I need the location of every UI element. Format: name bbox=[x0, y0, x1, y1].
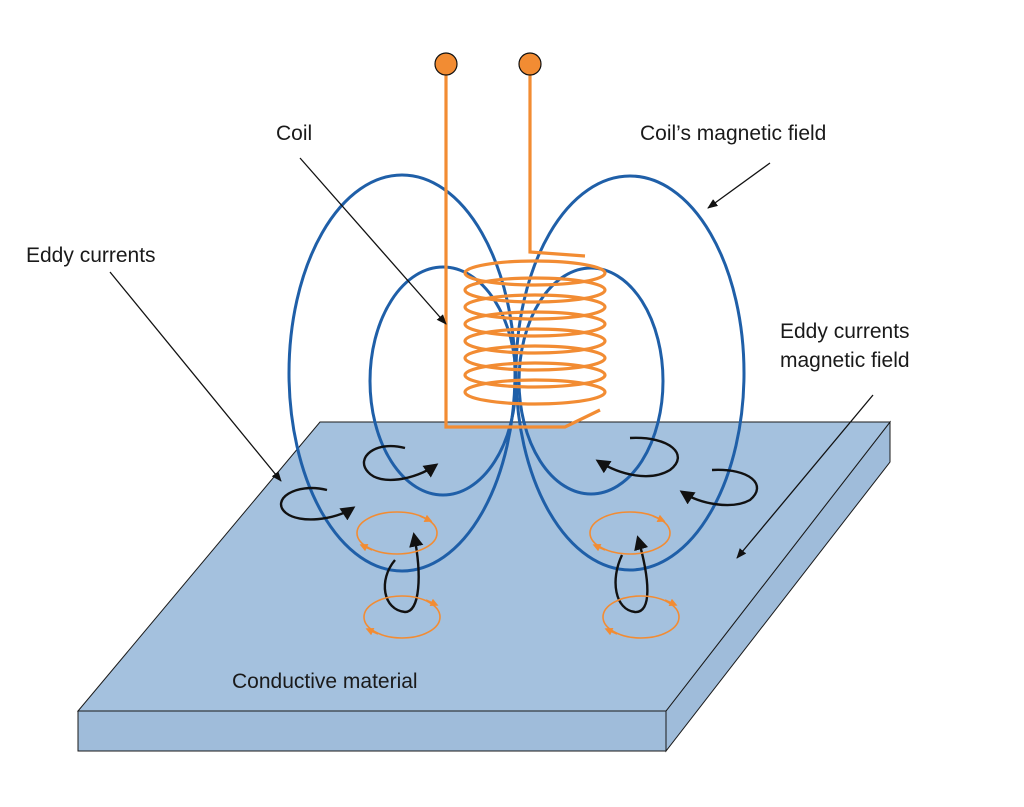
label-eddy-field-line1: Eddy currents bbox=[780, 320, 910, 343]
eddy-loop-arrow bbox=[425, 598, 439, 606]
eddy-arrow bbox=[679, 468, 759, 507]
conductive-plate bbox=[76, 420, 892, 753]
eddy-loop bbox=[363, 595, 441, 639]
eddy-loop bbox=[589, 511, 671, 555]
coil bbox=[434, 52, 607, 429]
label-coil: Coil bbox=[276, 122, 312, 145]
leader-coil-field bbox=[707, 162, 771, 209]
eddy-loop-arrow bbox=[604, 628, 618, 636]
eddy-loop-arrow bbox=[419, 514, 433, 522]
label-leaders bbox=[109, 157, 874, 559]
coil-turn bbox=[463, 310, 607, 338]
coil-turn bbox=[463, 361, 607, 389]
eddy-loop-arrow bbox=[664, 598, 678, 606]
eddy-loop bbox=[602, 595, 680, 639]
coil-turn bbox=[463, 276, 607, 304]
eddy-loop-arrow bbox=[652, 514, 666, 522]
field-line-right-outer bbox=[514, 174, 746, 572]
coil-right-lead bbox=[528, 64, 586, 258]
plate-top-face bbox=[76, 421, 892, 712]
label-conductive-material: Conductive material bbox=[232, 670, 418, 693]
coil-turn bbox=[463, 327, 607, 355]
eddy-arrow bbox=[595, 436, 679, 478]
eddy-arrow bbox=[614, 535, 649, 614]
eddy-arrow bbox=[362, 444, 439, 481]
eddy-current-loops bbox=[356, 511, 680, 639]
eddy-loop bbox=[356, 511, 438, 555]
leader-eddy-currents bbox=[109, 271, 282, 482]
eddy-loop-arrow bbox=[365, 628, 379, 636]
terminal-dot bbox=[434, 52, 458, 76]
label-coil-magnetic-field: Coil’s magnetic field bbox=[640, 122, 826, 145]
label-eddy-currents: Eddy currents bbox=[26, 244, 156, 267]
label-eddy-field-line2: magnetic field bbox=[780, 349, 910, 372]
eddy-loop-arrow bbox=[359, 544, 373, 552]
eddy-current-arrows bbox=[279, 436, 759, 614]
eddy-arrow bbox=[383, 532, 424, 614]
coil-turn bbox=[463, 293, 607, 321]
eddy-arrow bbox=[279, 486, 356, 521]
coil-turn bbox=[463, 259, 607, 287]
coil-turn bbox=[463, 344, 607, 372]
terminal-dot bbox=[518, 52, 542, 76]
coil-turn bbox=[463, 378, 607, 406]
coil-left-lead bbox=[444, 64, 601, 429]
plate-front-face bbox=[77, 710, 667, 752]
leader-eddy-field bbox=[736, 394, 874, 559]
eddy-loop-arrow bbox=[592, 544, 606, 552]
leader-coil bbox=[299, 157, 447, 325]
